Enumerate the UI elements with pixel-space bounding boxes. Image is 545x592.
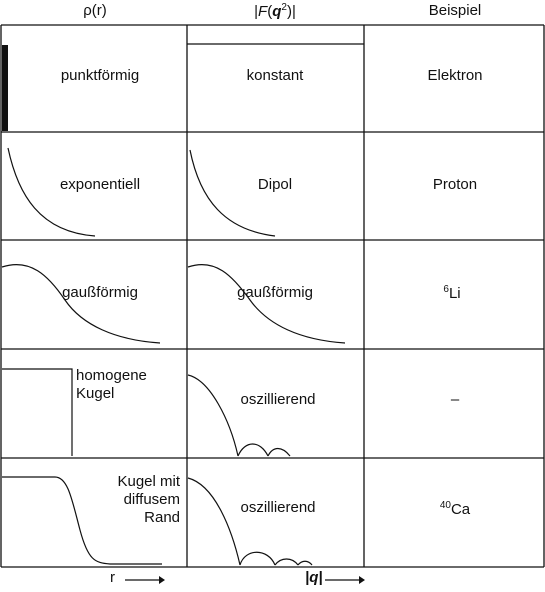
example-proton: Proton [432, 176, 478, 193]
rho-label-diffuse-line3: Rand [144, 509, 180, 526]
form-label-oscillating-1: oszillierend [240, 391, 316, 408]
form-label-constant: konstant [246, 67, 304, 84]
header-form-exp: 2 [281, 2, 287, 13]
diffuse-edge-curve [2, 476, 162, 565]
q-arrow-icon [325, 576, 365, 584]
oscillation2-main-lobe [187, 477, 241, 566]
example-calcium40-mass: 40 [439, 500, 451, 511]
header-rho-text: ρ(r) [83, 2, 107, 19]
header-form-q: q [272, 3, 282, 20]
form-label-oscillating-2: oszillierend [240, 499, 316, 516]
form-label-dipole: Dipol [257, 176, 293, 193]
example-electron: Elektron [427, 67, 483, 84]
r-axis-label: r [110, 569, 115, 586]
rho-label-homogeneous-line2: Kugel [76, 385, 115, 402]
table-grid [0, 24, 545, 568]
header-form-factor: |F(q2)| [220, 2, 330, 20]
q-axis-label: |q| [305, 569, 323, 586]
r-arrow-icon [125, 576, 165, 584]
oscillation2-lobe-2 [239, 551, 276, 566]
dipole-curve [189, 149, 276, 237]
rho-label-homogeneous: homogene Kugel [76, 367, 147, 403]
rho-label-homogeneous-line1: homogene [76, 367, 147, 384]
delta-bar [2, 45, 8, 131]
oscillation2-lobe-3 [274, 558, 299, 566]
oscillation-lobe-2 [237, 443, 269, 457]
rho-label-exponential: exponentiell [59, 176, 141, 193]
rho-label-diffuse: Kugel mit diffusem Rand [80, 473, 180, 527]
oscillation-lobe-3 [267, 447, 291, 457]
example-lithium6: 6Li [443, 281, 460, 303]
rho-label-diffuse-line2: diffusem [123, 491, 180, 508]
example-calcium40: 40Ca [440, 497, 470, 519]
example-lithium6-symbol: Li [448, 285, 461, 302]
step-function [2, 368, 73, 456]
form-label-gauss: gaußförmig [237, 284, 313, 301]
example-lithium6-mass: 6 [443, 284, 449, 295]
header-example-text: Beispiel [428, 2, 482, 19]
header-form-close: )| [286, 3, 296, 20]
oscillation-main-lobe [187, 374, 239, 457]
header-form-open: ( [267, 3, 273, 20]
example-calcium40-symbol: Ca [450, 501, 471, 518]
header-example: Beispiel [405, 2, 505, 19]
rho-label-gauss: gaußförmig [62, 284, 138, 301]
q-axis-label-text: |q| [305, 569, 323, 586]
oscillation2-lobe-4 [297, 560, 313, 566]
form-gauss-curve [187, 263, 346, 344]
form-factor-table [0, 24, 545, 568]
rho-gauss-curve [1, 263, 161, 344]
header-rho: ρ(r) [60, 2, 130, 19]
rho-label-diffuse-line1: Kugel mit [117, 473, 180, 490]
header-form-f: F [258, 3, 268, 20]
exponential-curve [7, 147, 96, 237]
header-form-bar-left: | [254, 3, 259, 20]
rho-label-point: punktförmig [60, 67, 140, 84]
example-none: – [450, 391, 460, 408]
